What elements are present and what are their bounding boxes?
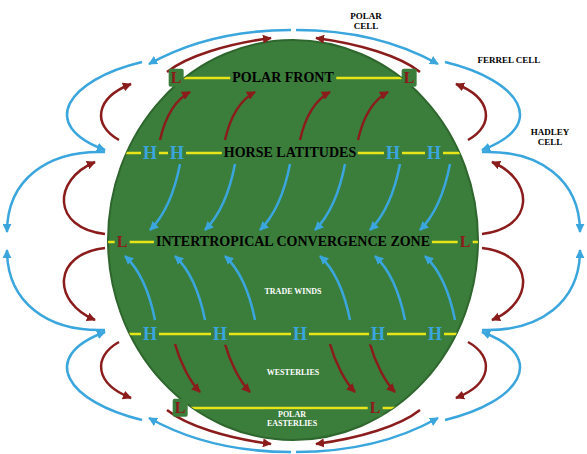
low-pressure: L	[368, 399, 383, 417]
latitude-label: HORSE LATITUDES	[222, 145, 358, 161]
high-pressure: H	[291, 324, 309, 345]
latitude-label: INTERTROPICAL CONVERGENCE ZONE	[154, 234, 432, 250]
low-pressure: L	[115, 233, 130, 251]
circulation-cells-south	[7, 248, 580, 452]
latitude-label: POLAR FRONT	[230, 70, 336, 86]
wind-label: POLAR EASTERLIES	[262, 410, 322, 428]
high-pressure: H	[369, 324, 387, 345]
wind-label: TRADE WINDS	[263, 287, 324, 296]
circulation-cells-west	[7, 30, 291, 234]
latitude-lines	[100, 78, 490, 408]
high-pressure: H	[141, 143, 159, 164]
high-pressure: H	[141, 324, 159, 345]
high-pressure: H	[426, 324, 444, 345]
high-pressure: H	[211, 324, 229, 345]
high-pressure: H	[168, 143, 186, 164]
low-pressure: L	[169, 69, 184, 87]
low-pressure: L	[402, 69, 417, 87]
high-pressure: H	[425, 143, 443, 164]
cell-label: FERREL CELL	[478, 55, 541, 65]
low-pressure: L	[173, 399, 188, 417]
high-pressure: H	[384, 143, 402, 164]
surface-winds	[125, 92, 455, 392]
wind-label: WESTERLIES	[265, 368, 321, 377]
low-pressure: L	[458, 233, 473, 251]
circulation-cells	[296, 30, 580, 234]
cell-label: HADLEY CELL	[526, 127, 574, 148]
globe	[108, 40, 478, 440]
cell-label: POLAR CELL	[344, 11, 388, 32]
